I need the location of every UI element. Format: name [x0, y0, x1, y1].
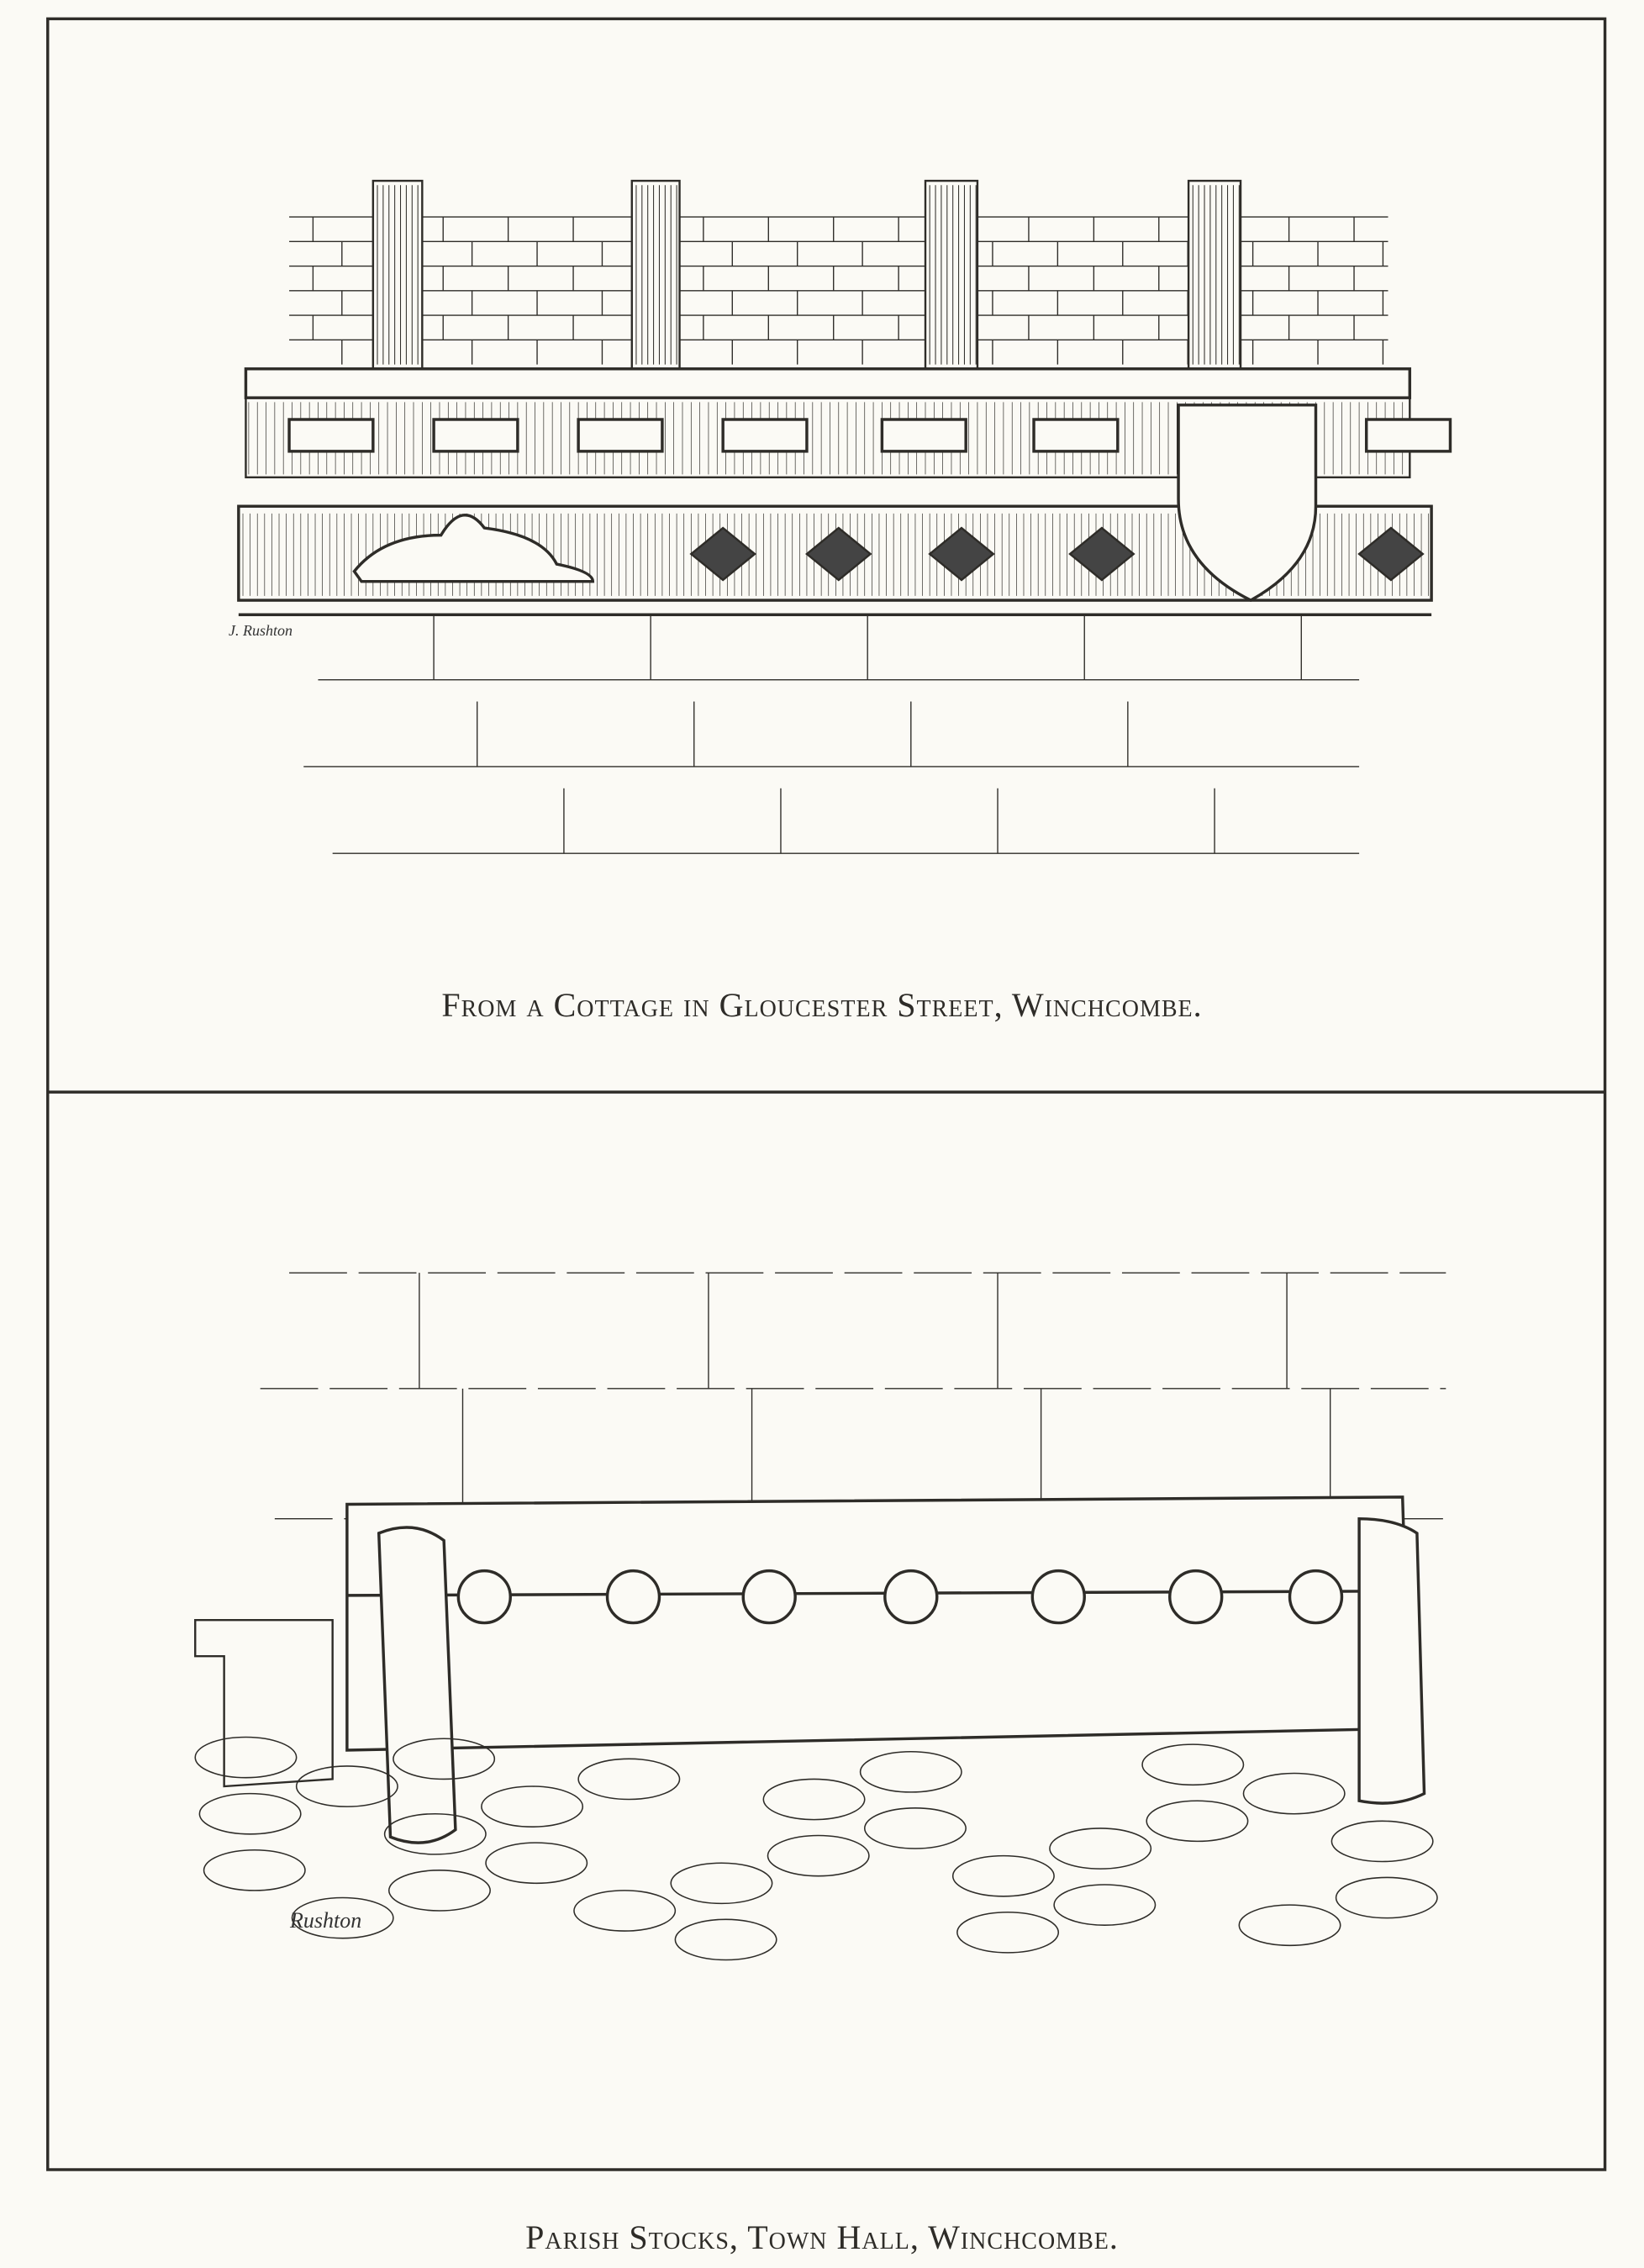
cobblestone [481, 1785, 584, 1828]
diamond-ornament [1068, 526, 1136, 582]
leg-hole [456, 1569, 512, 1625]
leg-hole [605, 1569, 661, 1625]
leg-hole [883, 1569, 939, 1625]
pilaster [371, 179, 424, 370]
cobblestone [1242, 1772, 1346, 1815]
cobblestone [198, 1792, 302, 1835]
shield-carving [1177, 403, 1318, 603]
cobblestone [1053, 1884, 1157, 1926]
stocks-split [346, 1590, 1410, 1597]
cobblestone [1335, 1876, 1438, 1919]
cobblestone [1049, 1828, 1152, 1870]
cobblestone [393, 1738, 496, 1780]
cottage-frieze-drawing [237, 179, 1452, 854]
panel [577, 418, 664, 453]
signature-bottom: Rushton [290, 1908, 362, 1933]
cobblestone [767, 1834, 870, 1877]
leg-hole [741, 1569, 797, 1625]
cobblestone [573, 1890, 677, 1932]
pilaster [630, 179, 681, 370]
cobblestone [577, 1758, 681, 1801]
cobblestone [387, 1870, 491, 1912]
cobblestone [863, 1807, 967, 1849]
diamond-ornament [928, 526, 995, 582]
stocks-beam [345, 1495, 1412, 1752]
pilaster [1187, 179, 1242, 370]
pilaster [924, 179, 979, 370]
cobblestone [674, 1918, 777, 1961]
cobblestone [762, 1778, 866, 1821]
diamond-ornament [805, 526, 872, 582]
panel [1364, 418, 1452, 453]
string-course [244, 367, 1412, 399]
cobblestone [956, 1911, 1060, 1954]
cobblestone [295, 1765, 398, 1807]
right-post [1357, 1516, 1426, 1805]
panel [880, 418, 967, 453]
cobblestone [859, 1750, 962, 1793]
cobblestone [670, 1862, 773, 1905]
outer-frame [46, 17, 1607, 2171]
cobblestone [291, 1896, 394, 1939]
panel [432, 418, 519, 453]
cobblestone [1146, 1800, 1249, 1843]
cobblestone [1238, 1904, 1341, 1947]
cobblestone [194, 1736, 298, 1779]
leg-hole [1168, 1569, 1224, 1625]
bench [194, 1618, 334, 1788]
leg-hole [1288, 1569, 1344, 1625]
signature-top: J. Rushton [229, 622, 292, 639]
left-post [377, 1526, 457, 1844]
cornice [237, 504, 1433, 602]
diamond-ornament [689, 526, 756, 582]
leg-hole [1030, 1569, 1086, 1625]
panel [287, 418, 375, 453]
cobblestone [951, 1854, 1055, 1897]
cobblestone [203, 1849, 306, 1891]
diamond-ornament [1357, 526, 1425, 582]
cobblestone [485, 1842, 588, 1885]
cobblestone [1141, 1743, 1245, 1786]
parish-stocks-drawing [194, 1272, 1446, 1961]
panel [721, 418, 809, 453]
cobblestone [1330, 1820, 1434, 1863]
cobblestone [383, 1812, 487, 1855]
panel [1032, 418, 1120, 453]
caption-top: From a Cottage in Gloucester Street, Win… [441, 986, 1203, 1024]
hare-carving [352, 514, 595, 583]
caption-bottom: Parish Stocks, Town Hall, Winchcombe. [525, 2218, 1119, 2256]
